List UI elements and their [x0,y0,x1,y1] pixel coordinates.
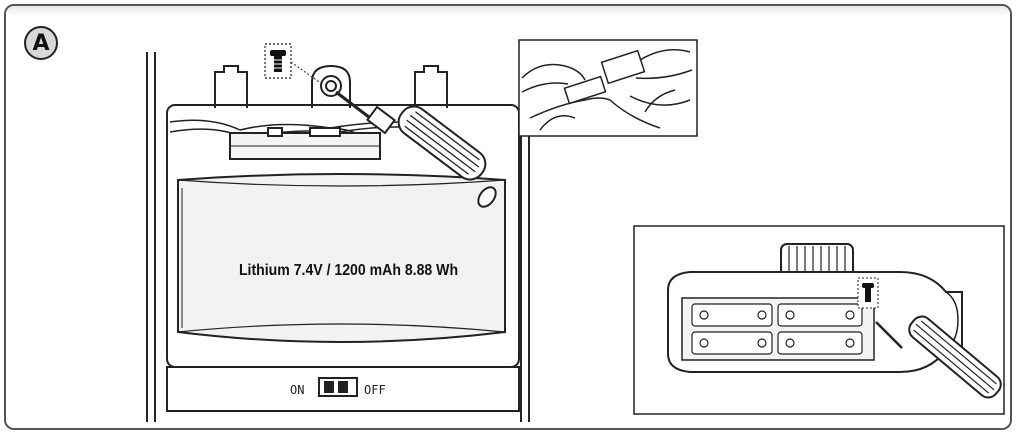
connector-inset [518,39,698,137]
instruction-panel [4,4,1012,430]
panel-top-shade [6,6,1010,16]
screwdriver-icon [335,90,497,208]
switch-off-label: OFF [364,383,386,397]
screw-callout-icon [264,43,323,85]
battery-spec-label: Lithium 7.4V / 1200 mAh 8.88 Wh [238,262,459,279]
battery-compartment-illustration [146,52,530,422]
step-badge: A [24,26,58,60]
remote-battery-inset [633,225,1005,415]
switch-on-label: ON [290,383,305,397]
